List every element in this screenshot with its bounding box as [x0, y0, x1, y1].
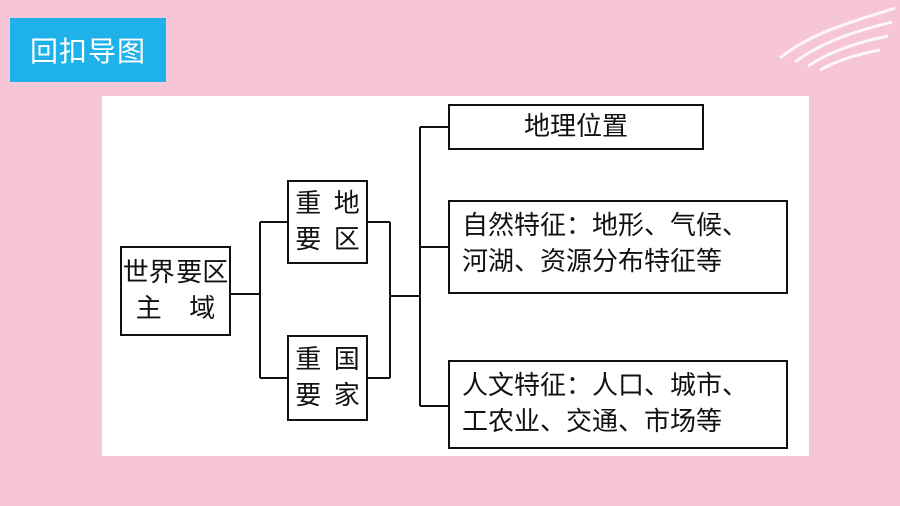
regions-line-1: 重要: [295, 189, 322, 255]
root-line-1: 世界主: [122, 258, 175, 324]
countries-line-1: 重要: [295, 345, 322, 411]
countries-node: 重要 国家: [287, 335, 368, 421]
natural-line-2: 河湖、资源分布特征等: [462, 247, 723, 277]
root-line-2: 要区域: [176, 258, 229, 324]
countries-line-2: 国家: [333, 345, 360, 411]
regions-node: 重要 地区: [287, 180, 368, 264]
regions-line-2: 地区: [333, 189, 360, 255]
location-label: 地理位置: [523, 112, 628, 142]
natural-line-1: 自然特征：地形、气候、: [462, 211, 749, 241]
location-node: 地理位置: [448, 104, 704, 150]
mind-map-panel: 世界主 要区域 重要 地区 重要 国家 地理位置 自然特征：地形、气候、 河湖、…: [102, 96, 809, 456]
root-node: 世界主 要区域: [120, 246, 231, 336]
human-line-1: 人文特征：人口、城市、: [462, 371, 749, 401]
connector-lines: [231, 126, 448, 407]
wing-decoration-icon: [779, 6, 896, 72]
section-tag: 回扣导图: [10, 18, 166, 82]
human-line-2: 工农业、交通、市场等: [462, 407, 723, 437]
human-features-node: 人文特征：人口、城市、 工农业、交通、市场等: [448, 360, 788, 449]
natural-features-node: 自然特征：地形、气候、 河湖、资源分布特征等: [448, 200, 788, 294]
